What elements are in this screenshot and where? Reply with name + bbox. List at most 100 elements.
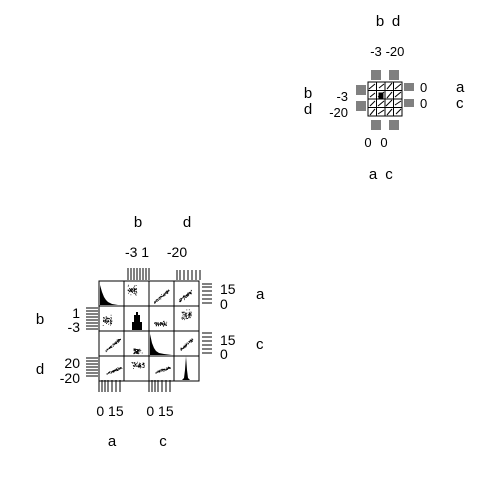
scatter-point-268 <box>108 320 110 322</box>
scatter-point-418 <box>185 313 187 315</box>
scatter-point-663 <box>108 372 110 373</box>
scatter-point-672 <box>119 367 120 369</box>
scatter-point-468 <box>106 350 107 352</box>
scatter-point-836 <box>165 369 167 370</box>
scatter-point-279 <box>111 321 113 323</box>
scatter-point-113 <box>161 295 163 297</box>
scatter-point-710 <box>139 363 141 365</box>
scatter-point-429 <box>116 341 117 343</box>
small-top-var-b: b <box>376 13 384 30</box>
scatter-point-50 <box>127 285 129 287</box>
scatter-point-206 <box>180 300 181 301</box>
scatter-point-482 <box>118 340 120 342</box>
scatter-point-263 <box>106 320 107 322</box>
scatter-point-764 <box>139 364 141 366</box>
scatter-point-340 <box>160 324 162 325</box>
scatter-point-441 <box>106 348 108 350</box>
scatter-point-560 <box>189 339 191 341</box>
scatter-point-207 <box>181 300 182 301</box>
scatter-point-749 <box>133 366 135 367</box>
scatter-point-715 <box>141 366 143 368</box>
scatter-point-95 <box>154 303 156 304</box>
scatter-point-403 <box>189 311 191 313</box>
hist-c <box>150 334 172 355</box>
scatter-point-408 <box>182 312 184 314</box>
scatter-point-556 <box>133 353 134 355</box>
scatter-point-461 <box>116 343 118 344</box>
large-tick-bundles <box>86 268 212 392</box>
scatter-point-693 <box>120 367 122 369</box>
scatter-point-474 <box>111 345 112 347</box>
scatter-point-419 <box>190 315 192 317</box>
scatter-point-61 <box>129 291 131 293</box>
scatter-point-619 <box>184 346 186 348</box>
small-bottom-tick-a: 0 <box>364 135 371 150</box>
scatter-point-158 <box>181 299 182 300</box>
scatter-point-42 <box>128 284 129 286</box>
scatter-point-758 <box>134 363 136 365</box>
scatter-point-389 <box>184 317 186 319</box>
scatter-point-208 <box>182 297 184 299</box>
scatter-point-431 <box>114 343 116 345</box>
scatter-point-530 <box>141 352 143 354</box>
scatter-point-545 <box>133 348 134 350</box>
scatter-point-639 <box>117 369 119 370</box>
scatter-point-47 <box>135 288 137 289</box>
scatter-point-484 <box>118 340 119 342</box>
scatter-point-505 <box>136 353 138 354</box>
scatter-point-398 <box>183 311 185 313</box>
scatter-point-85 <box>154 301 156 303</box>
scatter-point-702 <box>134 366 135 367</box>
scatter-point-373 <box>184 319 185 321</box>
scatter-point-112 <box>162 295 164 296</box>
scatter-point-465 <box>107 349 108 350</box>
scatter-point-658 <box>106 374 108 375</box>
scatter-point-242 <box>110 319 112 321</box>
scatter-point-763 <box>134 365 136 367</box>
scatter-point-167 <box>184 298 185 300</box>
scatter-point-730 <box>143 364 145 366</box>
large-splom: b d -3 1 -20 b d 1 -3 20 -20 15 0 15 0 a… <box>36 214 265 450</box>
scatter-point-648 <box>118 367 119 369</box>
scatter-point-344 <box>155 325 157 327</box>
small-splom: b d -3 -20 b d -3 -20 0 0 a c 0 0 a c <box>304 13 465 183</box>
scatter-point-188 <box>184 299 185 301</box>
scatter-point-770 <box>161 368 163 370</box>
scatter-point-417 <box>182 318 183 320</box>
scatter-point-709 <box>143 362 145 364</box>
scatter-point-52 <box>136 290 137 292</box>
scatter-point-51 <box>135 292 137 294</box>
small-right-var-c: c <box>456 95 464 112</box>
scatter-point-329 <box>161 322 162 324</box>
scatter-point-35 <box>132 291 134 292</box>
scatter-point-302 <box>158 323 160 324</box>
scatter-point-96 <box>167 291 168 293</box>
scatter-point-485 <box>114 343 115 345</box>
scatter-point-306 <box>160 323 161 325</box>
scatter-point-156 <box>180 297 182 299</box>
scatter-point-374 <box>189 316 190 317</box>
scatter-point-271 <box>111 320 112 322</box>
scatter-point-696 <box>115 369 117 371</box>
scatter-point-46 <box>128 290 130 292</box>
scatter-point-252 <box>110 320 112 322</box>
scatter-point-301 <box>157 322 158 324</box>
scatter-point-21 <box>127 290 129 291</box>
scatter-point-831 <box>167 368 168 369</box>
scatter-point-536 <box>134 349 135 350</box>
scatter-point-134 <box>160 296 162 297</box>
scatter-point-217 <box>103 317 104 318</box>
scatter-point-402 <box>185 316 187 318</box>
scatter-point-820 <box>163 368 165 370</box>
scatter-point-821 <box>168 367 169 369</box>
scatter-point-651 <box>108 372 109 373</box>
scatter-point-332 <box>155 323 157 325</box>
scatter-point-473 <box>109 346 111 348</box>
scatter-point-735 <box>134 365 136 366</box>
scatter-point-604 <box>187 342 189 344</box>
scatter-point-289 <box>163 321 164 322</box>
scatter-point-276 <box>103 317 105 319</box>
scatter-point-173 <box>186 297 187 298</box>
scatter-point-395 <box>186 309 188 311</box>
scatter-point-543 <box>137 349 138 351</box>
